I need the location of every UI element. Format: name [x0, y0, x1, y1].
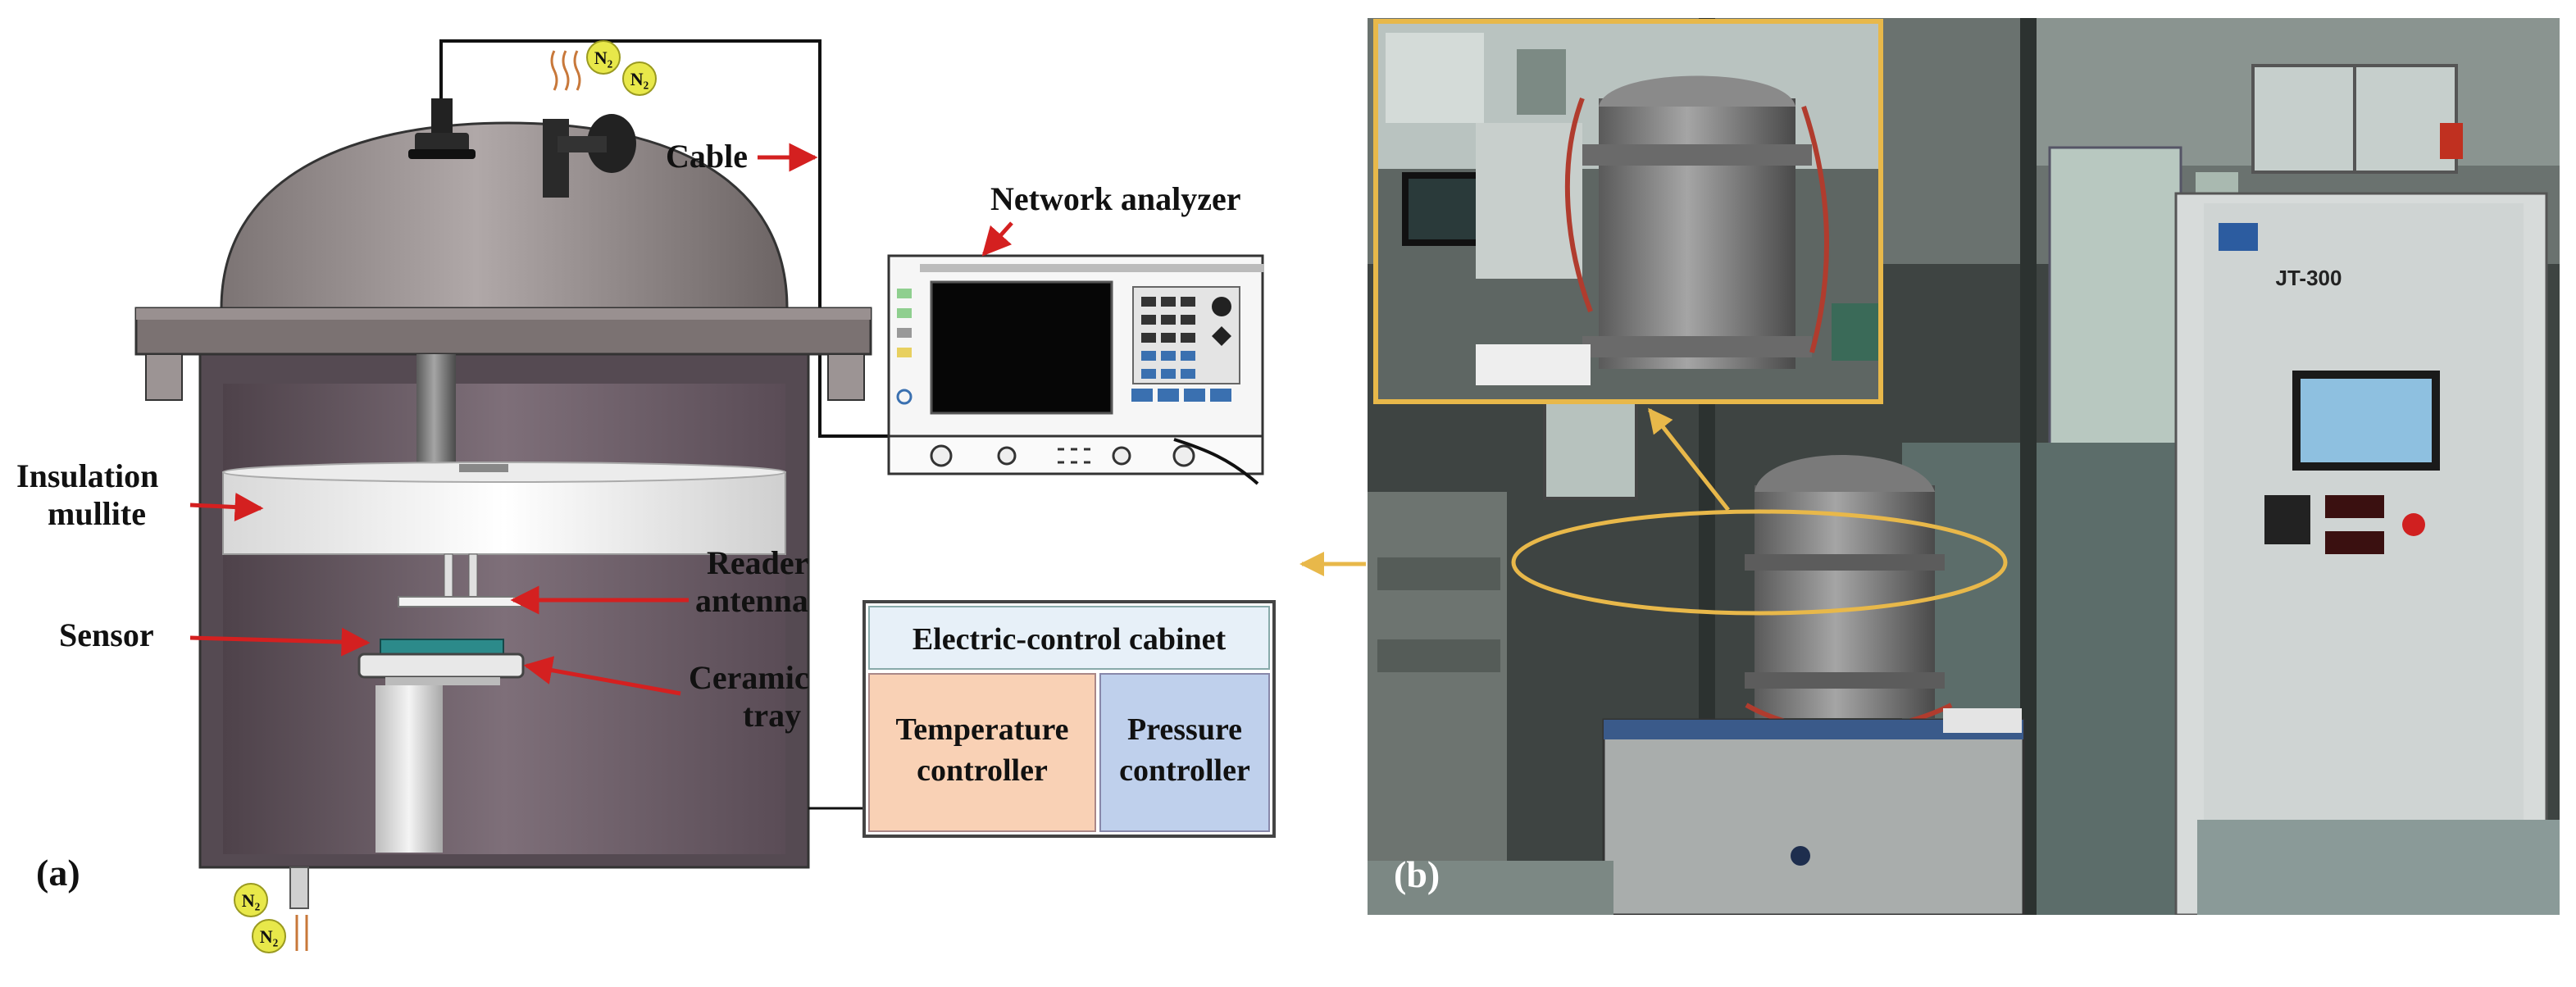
n2-symbol: N₂ [242, 890, 261, 911]
n2-symbol: N₂ [630, 69, 649, 89]
n2-gas-bottom: N₂ N₂ [234, 883, 308, 953]
label-antenna: antenna [695, 582, 808, 619]
analyzer-keypad [1131, 286, 1240, 402]
bottom-gas-inlet [289, 866, 309, 909]
panel-b-label: (b) [1394, 853, 1440, 895]
label-insulation: Insulation [16, 457, 158, 494]
label-temperature-controller: controller [917, 753, 1048, 788]
leader-arrow-to-inset [1648, 407, 1730, 512]
arrow-ceramic-tray [523, 656, 681, 696]
n2-gas-top: N₂ N₂ [550, 40, 657, 96]
label-mullite: mullite [48, 495, 146, 532]
photo-device-label: JT-300 [2276, 266, 2342, 290]
chamber-dome [220, 121, 789, 310]
arrow-sensor [189, 627, 371, 657]
arrow-network-analyzer [981, 221, 1013, 257]
analyzer-screen [930, 280, 1113, 415]
label-ceramic: Ceramic [689, 659, 809, 696]
inset-furnace-vessel [1599, 98, 1795, 369]
insulation-mullite-disk [222, 471, 786, 555]
label-network-analyzer: Network analyzer [990, 180, 1240, 217]
arrow-insulation [189, 493, 264, 522]
cabinet-title: Electric-control cabinet [913, 622, 1227, 657]
label-cable: Cable [666, 138, 748, 175]
panel-a: N₂ N₂ N₂ N₂ [16, 39, 1276, 953]
label-temperature: Temperature [895, 712, 1068, 747]
gas-valve [543, 119, 569, 198]
label-pressure: Pressure [1127, 712, 1242, 747]
n2-symbol: N₂ [260, 926, 279, 947]
n2-symbol: N₂ [594, 48, 613, 68]
ceramic-support-rod [375, 685, 443, 853]
ceramic-tray [357, 653, 525, 679]
photo-highlight-ellipse [1511, 509, 2008, 616]
cable-line [439, 39, 918, 438]
label-sensor: Sensor [59, 616, 154, 653]
network-analyzer [887, 254, 1264, 485]
panel-b-inset [1376, 21, 1881, 402]
electric-control-cabinet: Electric-control cabinet Temperature con… [862, 600, 1276, 838]
inset-border [1373, 19, 1883, 404]
reader-antenna [444, 553, 453, 601]
label-pressure-controller: controller [1119, 753, 1250, 788]
label-tray: tray [743, 697, 801, 734]
label-reader: Reader [707, 544, 808, 581]
panel-a-label: (a) [36, 852, 80, 894]
